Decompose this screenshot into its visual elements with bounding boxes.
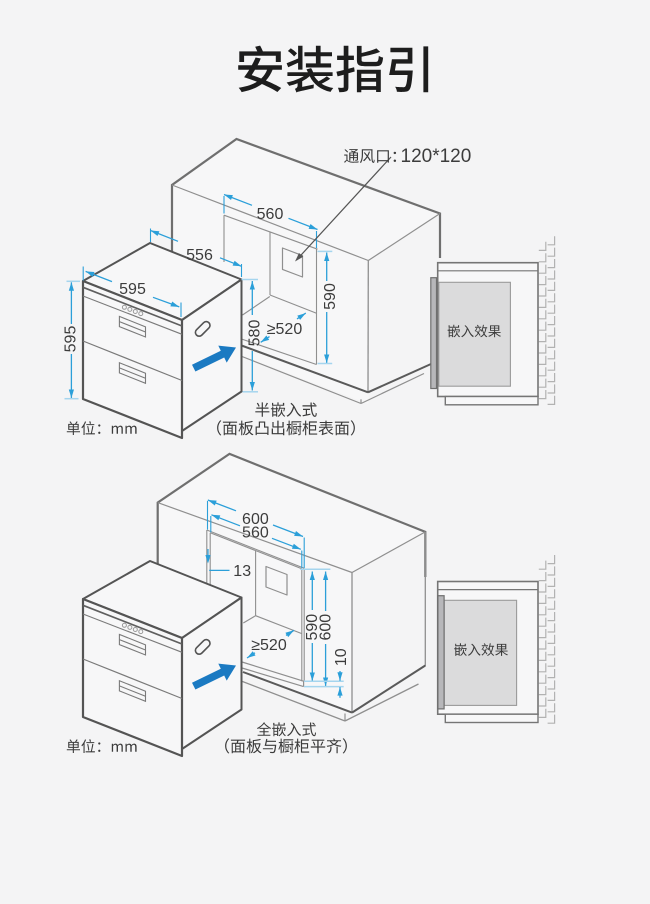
svg-text:595: 595 [119,281,146,298]
svg-text:595: 595 [62,326,79,353]
svg-text:600: 600 [317,614,334,641]
svg-text:560: 560 [242,524,269,541]
svg-text:13: 13 [233,563,251,580]
svg-text:556: 556 [186,247,213,264]
svg-text:560: 560 [257,206,284,223]
svg-text:≥520: ≥520 [267,321,303,338]
svg-text:10: 10 [333,648,350,666]
svg-text:600: 600 [242,511,269,528]
svg-text:590: 590 [304,614,321,641]
svg-text:120*120: 120*120 [401,146,472,167]
svg-text:580: 580 [247,320,264,347]
svg-text:≥520: ≥520 [251,637,287,654]
svg-text:590: 590 [322,283,339,310]
